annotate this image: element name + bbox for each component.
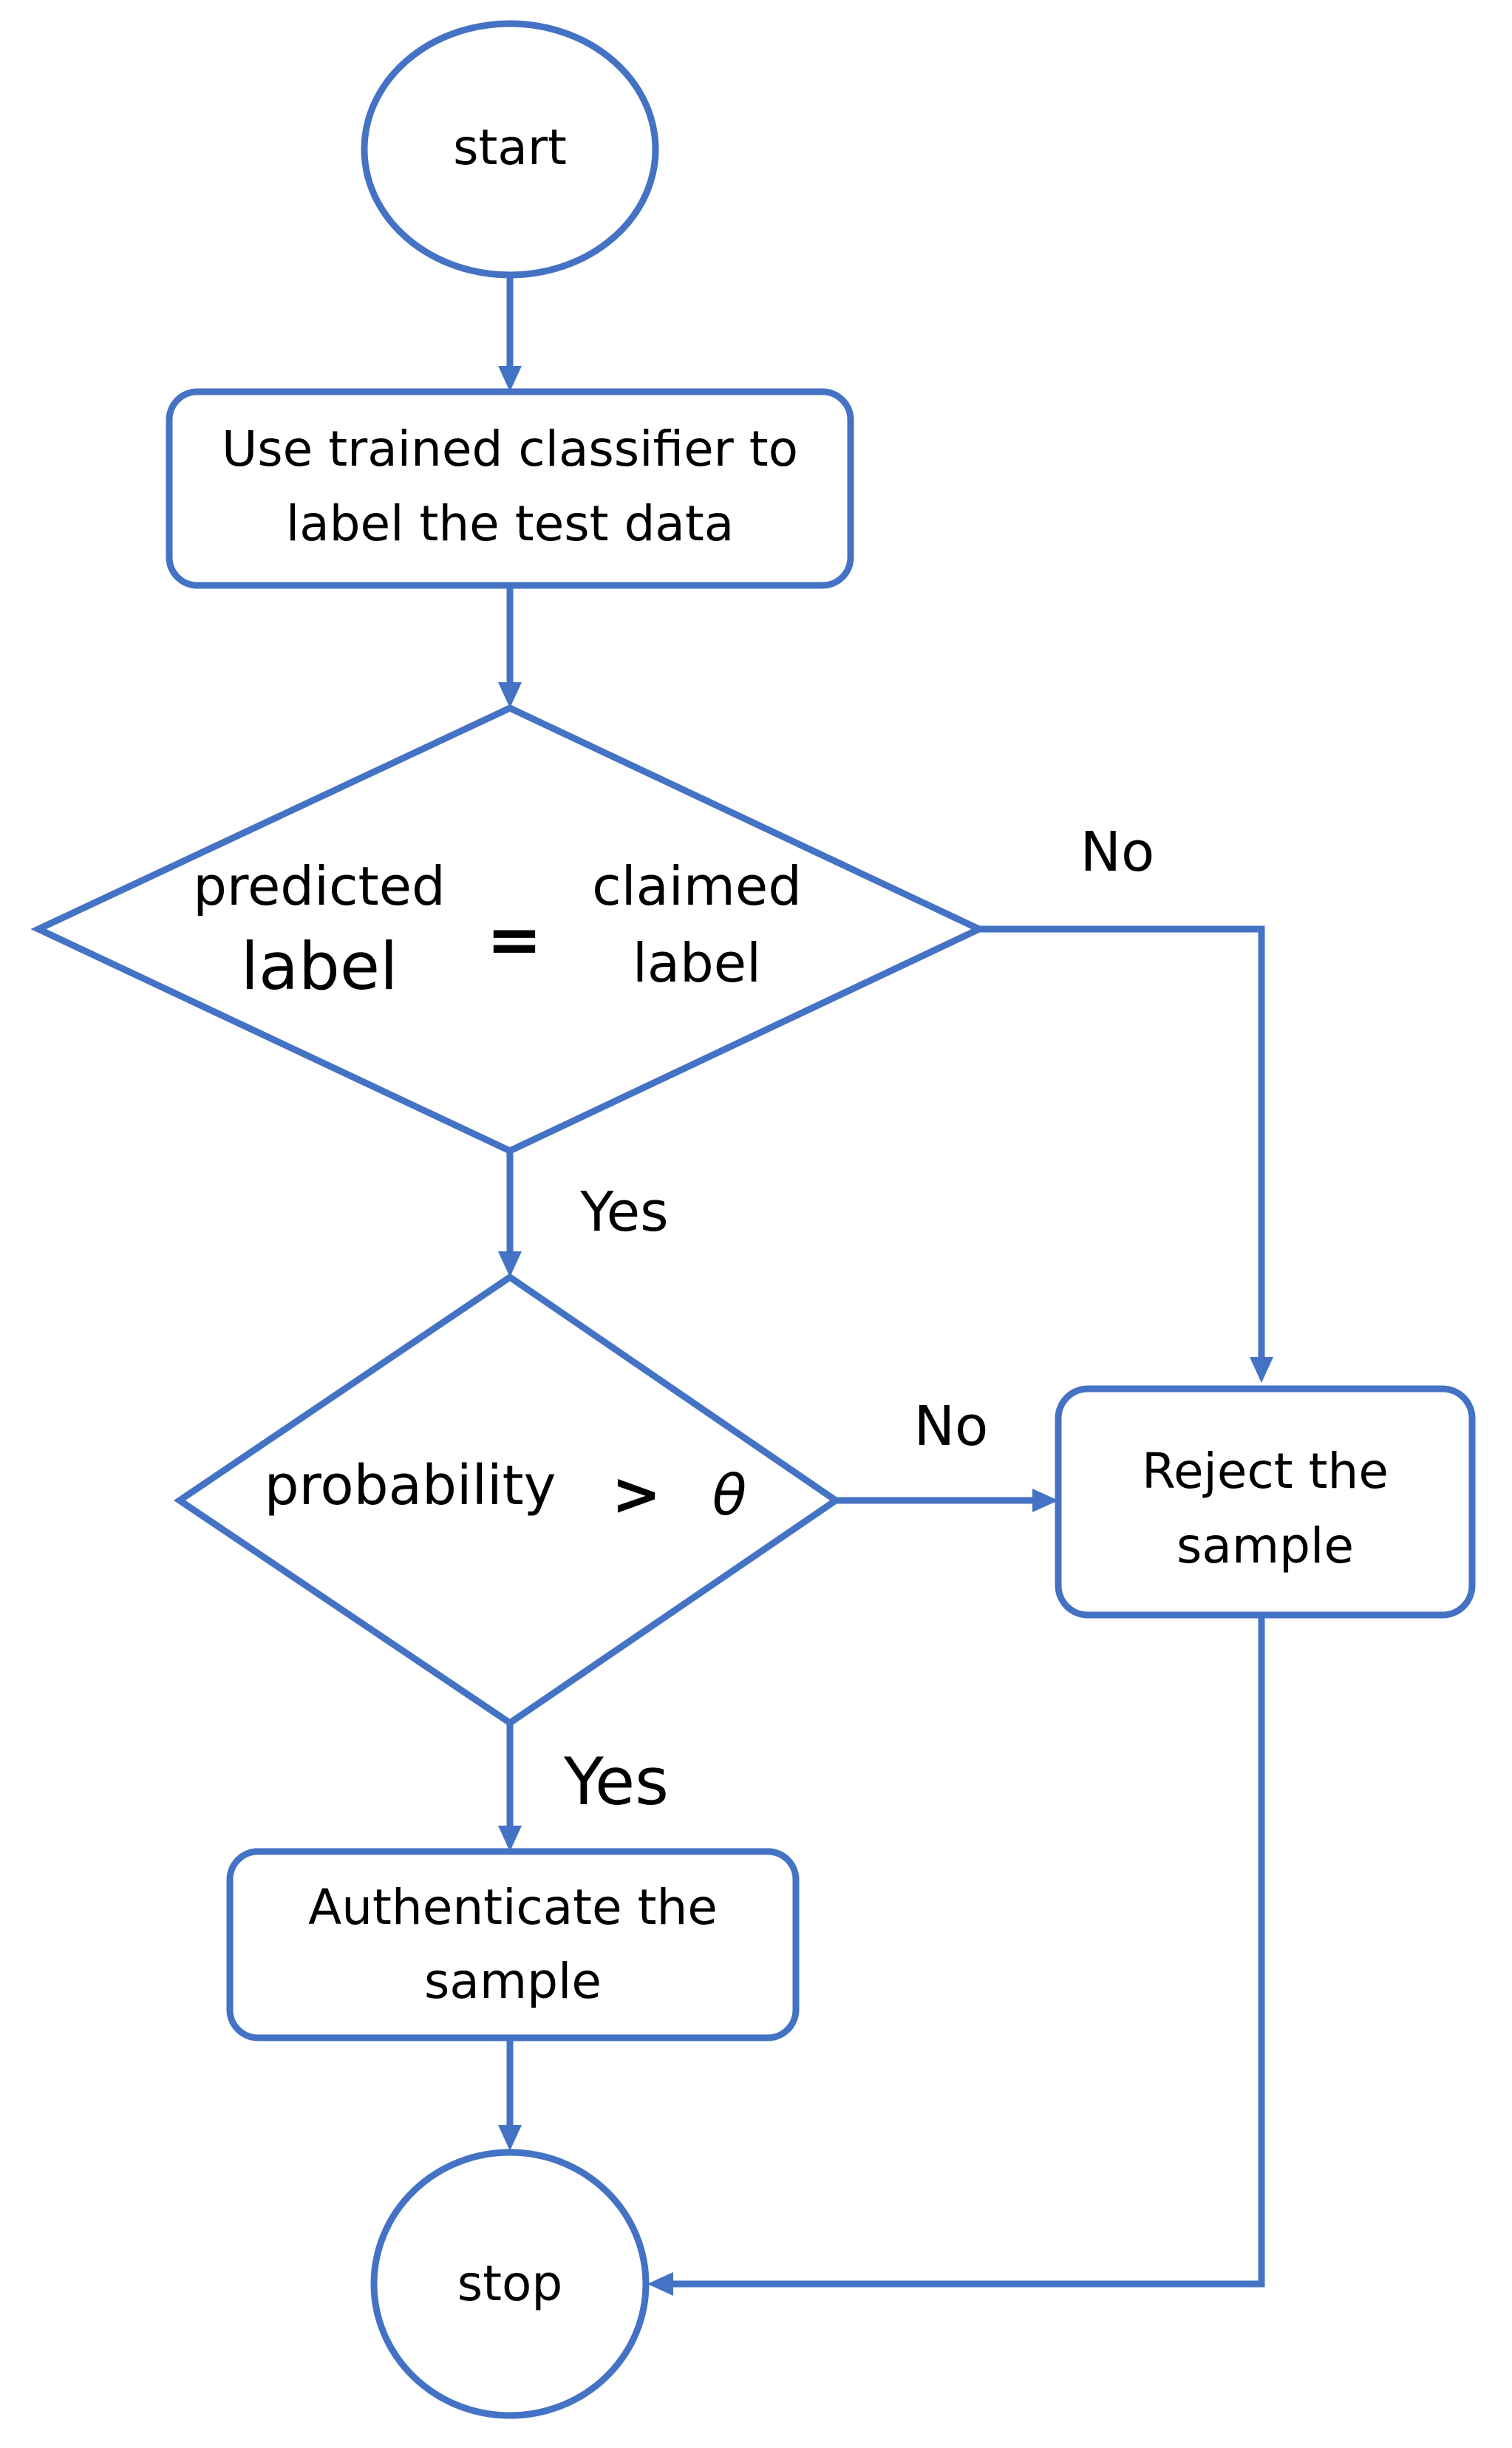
edge-label-no-to-reject — [979, 925, 1265, 1359]
claimed-label-word: label — [633, 932, 761, 994]
equals-operator: = — [486, 901, 542, 979]
start-ellipse — [361, 20, 659, 279]
stop-ellipse — [370, 2149, 650, 2419]
classify-step-line-1: Use trained classifier to — [222, 421, 798, 477]
authenticate-step-node: Authenticate the sample — [226, 1848, 800, 2041]
stop-node: stop — [370, 2149, 650, 2419]
predicted-word: predicted — [193, 855, 446, 917]
edge-labels: No Yes No Yes — [563, 820, 1154, 1820]
greater-than-operator: > — [611, 1460, 661, 1529]
start-node: start — [361, 20, 659, 279]
label-match-yes-label: Yes — [579, 1180, 668, 1244]
probability-decision: probability > θ — [173, 1273, 842, 1727]
label-match-no-label: No — [1080, 820, 1155, 884]
connectors — [498, 275, 1273, 2296]
arrowhead-reject-from-top — [1250, 1357, 1273, 1383]
probability-yes-label: Yes — [563, 1744, 669, 1820]
authenticate-step-line-2: sample — [424, 1953, 602, 2010]
reject-step-box — [1055, 1385, 1476, 1619]
reject-step-line-1: Reject the — [1142, 1443, 1389, 1500]
reject-step-node: Reject the sample — [1055, 1385, 1476, 1619]
classify-step-box — [166, 388, 854, 589]
arrowhead-classify — [498, 366, 522, 392]
arrowhead-stop-from-right — [647, 2272, 673, 2296]
label-match-diamond — [30, 704, 987, 1155]
stop-label: stop — [457, 2255, 563, 2312]
claimed-word: claimed — [592, 855, 802, 917]
probability-diamond — [173, 1273, 842, 1727]
probability-word: probability — [265, 1454, 556, 1517]
arrowhead-probability-decision — [498, 1251, 522, 1277]
predicted-label-word: label — [241, 928, 398, 1004]
authenticate-step-box — [226, 1848, 800, 2041]
threshold-theta: θ — [712, 1462, 747, 1528]
probability-no-label: No — [914, 1395, 989, 1458]
classify-step-node: Use trained classifier to label the test… — [166, 388, 854, 589]
arrowhead-stop-from-top — [498, 2125, 522, 2151]
arrowhead-label-decision — [498, 682, 522, 708]
arrowhead-authenticate — [498, 1826, 522, 1852]
edge-reject-to-stop — [671, 1615, 1265, 2288]
authenticate-step-line-1: Authenticate the — [308, 1879, 718, 1936]
arrowhead-reject-from-left — [1032, 1489, 1058, 1512]
start-label: start — [453, 119, 567, 176]
classify-step-line-2: label the test data — [286, 495, 734, 552]
label-match-decision: predicted label = claimed label — [30, 704, 987, 1155]
reject-step-line-2: sample — [1176, 1517, 1354, 1574]
